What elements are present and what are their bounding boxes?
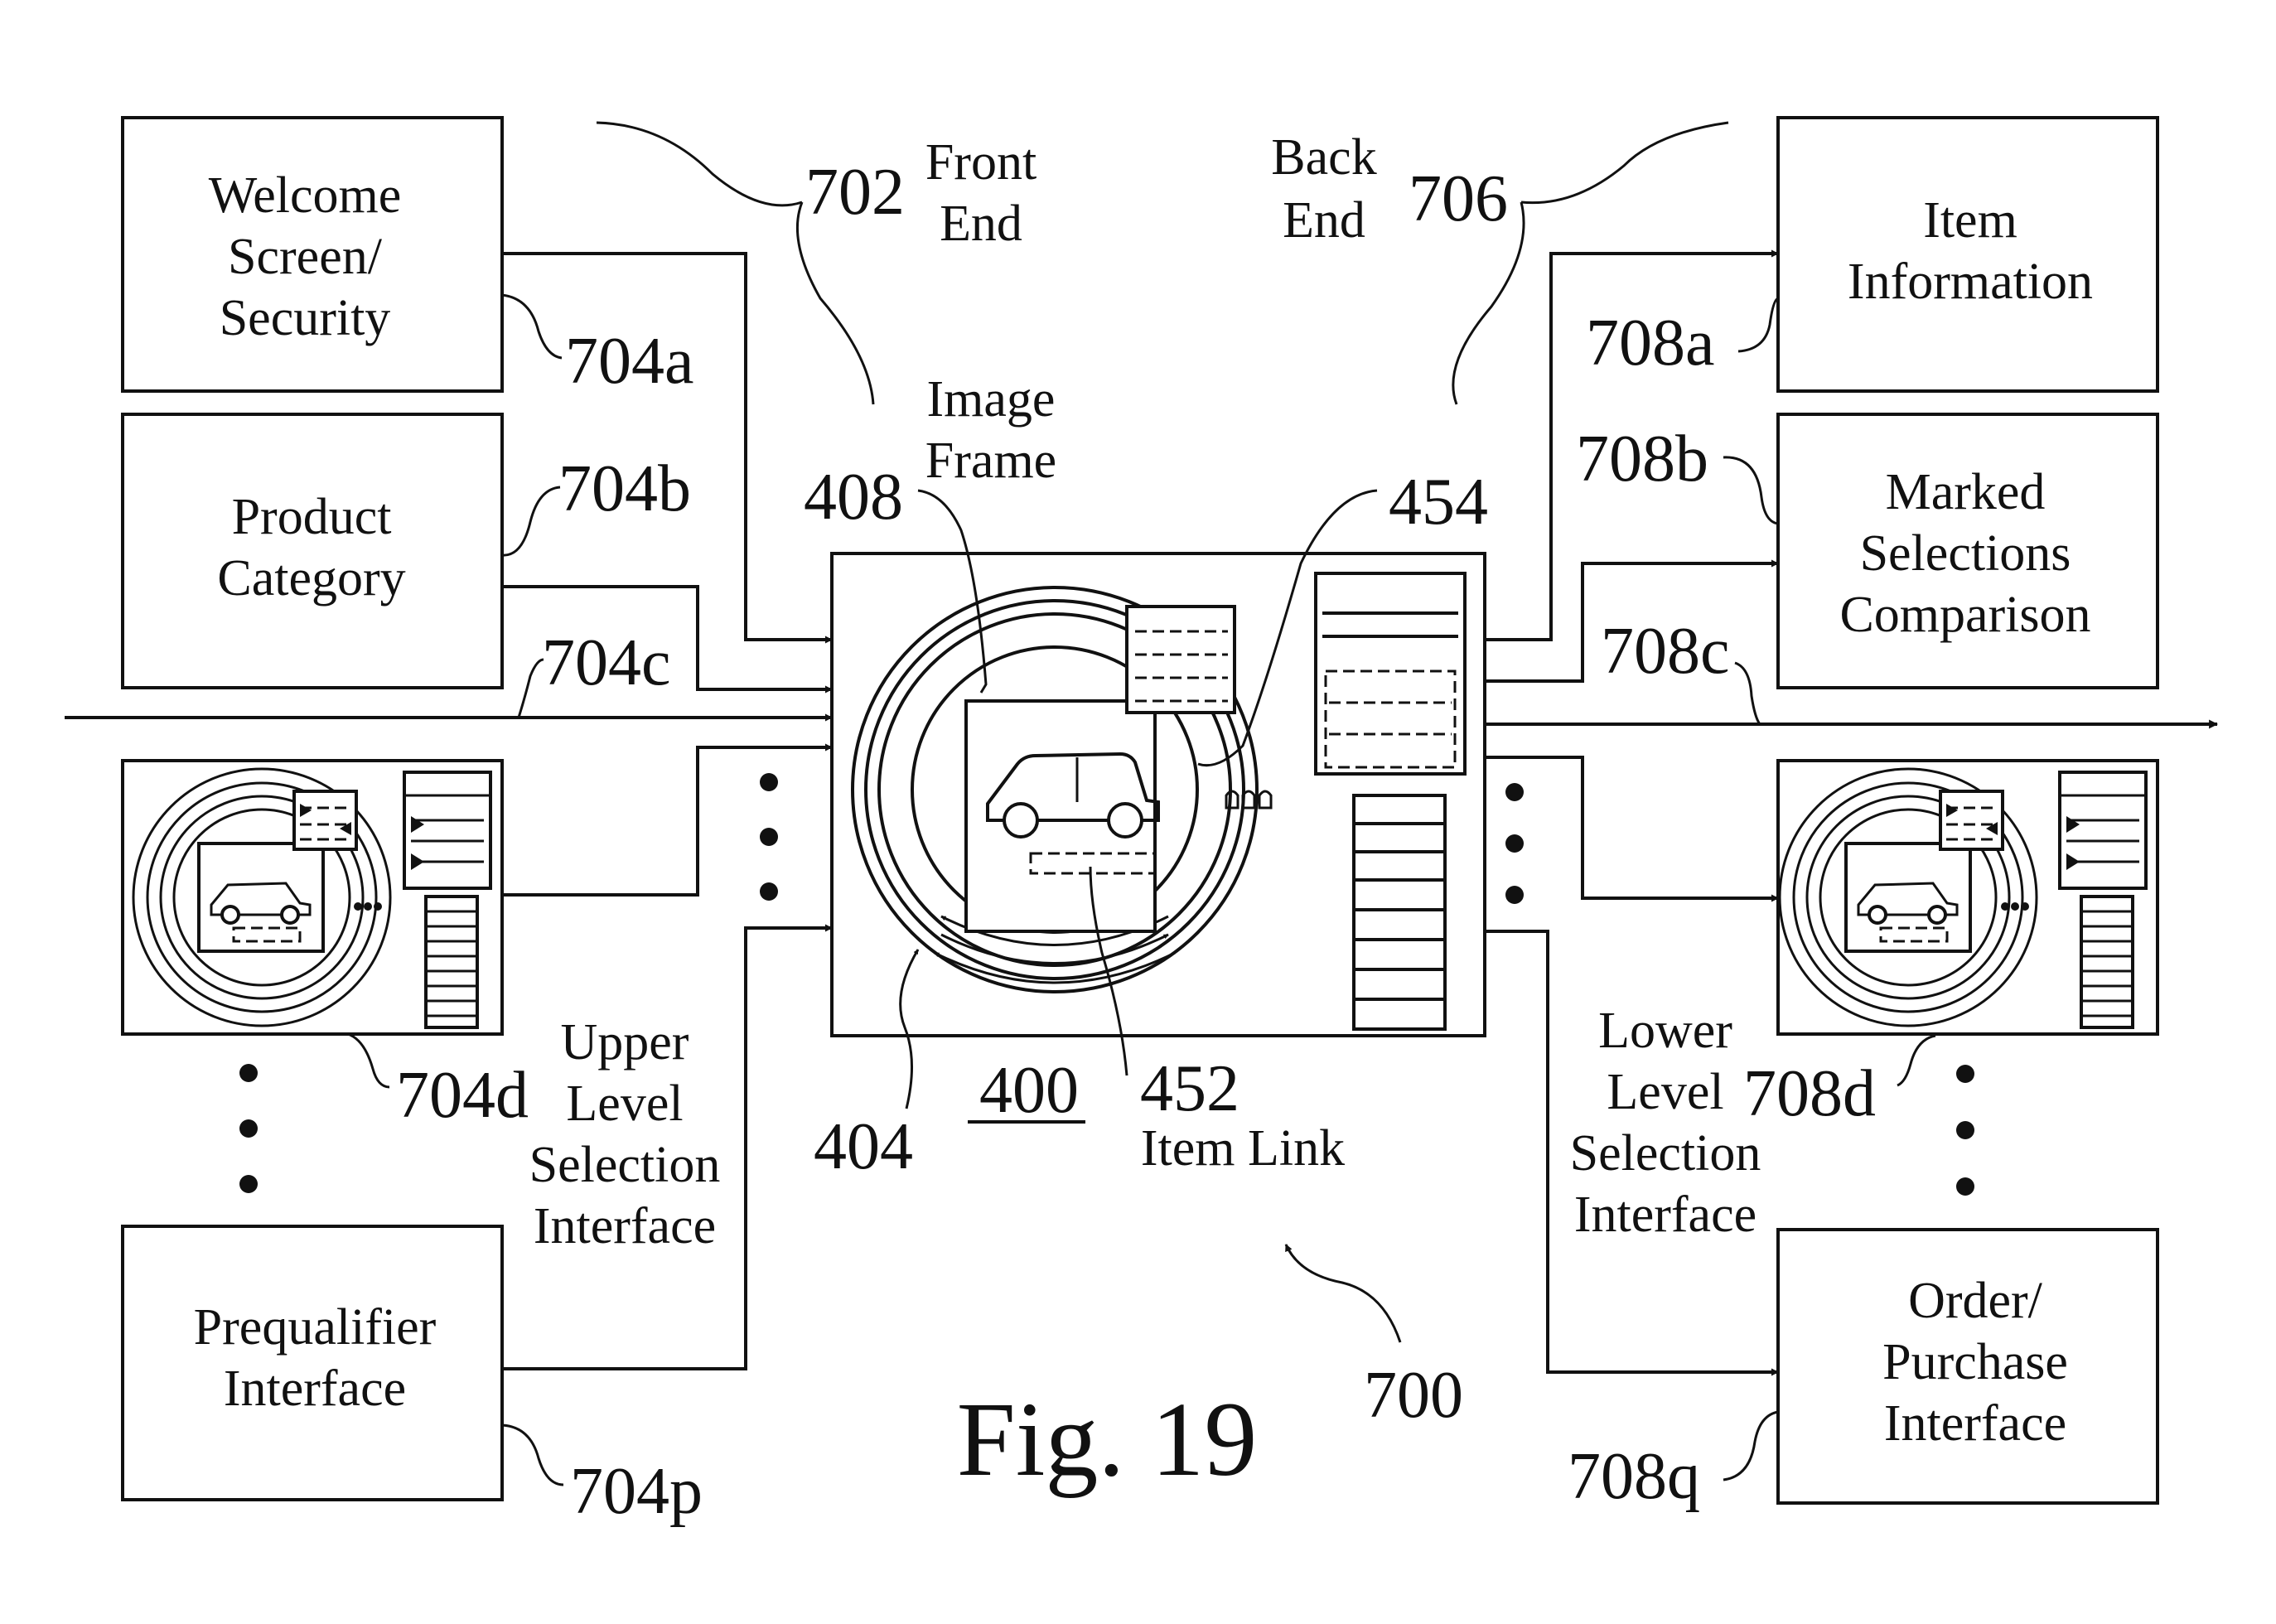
back-end-line-2: End	[1283, 192, 1365, 249]
lower-caption-line-1: Lower	[1598, 1003, 1732, 1059]
central-interface-400	[832, 553, 1485, 1036]
item-info-line-2: Information	[1848, 254, 2093, 310]
ref-702: 702	[805, 156, 905, 229]
ref-454: 454	[1389, 466, 1488, 539]
welcome-line-1: Welcome	[209, 167, 402, 224]
ref-708c: 708c	[1601, 615, 1730, 688]
ref-704b: 704b	[558, 452, 691, 525]
item-link-label: Item Link	[1141, 1120, 1345, 1177]
marked-line-3: Comparison	[1839, 587, 2090, 643]
upper-caption-line-4: Interface	[534, 1198, 716, 1254]
order-purchase-interface-box: Order/ Purchase Interface	[1778, 1230, 2158, 1503]
ref-708a: 708a	[1586, 307, 1715, 379]
ref-400: 400	[979, 1054, 1079, 1127]
item-information-box: Item Information	[1778, 118, 2158, 391]
prequalifier-line-1: Prequalifier	[194, 1299, 437, 1356]
ref-700: 700	[1364, 1359, 1463, 1432]
center-input-ellipsis	[760, 773, 778, 901]
upper-interface-to-center-arrow	[502, 747, 832, 895]
image-frame-line-1: Image	[927, 371, 1056, 428]
order-line-2: Purchase	[1882, 1334, 2068, 1390]
upper-caption-line-1: Upper	[561, 1014, 689, 1071]
product-line-1: Product	[232, 489, 392, 545]
front-end-line-2: End	[940, 196, 1022, 252]
image-frame-line-2: Frame	[925, 433, 1056, 489]
prequalifier-interface-box: Prequalifier Interface	[123, 1226, 502, 1500]
ref-708q: 708q	[1568, 1440, 1700, 1513]
ref-706: 706	[1409, 162, 1508, 235]
ref-408: 408	[804, 461, 903, 534]
lower-level-interface-thumbnail	[1778, 761, 2158, 1034]
ref-704p: 704p	[570, 1455, 703, 1528]
figure-caption: Fig. 19	[957, 1380, 1258, 1498]
upper-caption-line-2: Level	[566, 1075, 683, 1132]
lower-caption-line-4: Interface	[1574, 1187, 1757, 1243]
ref-704a: 704a	[565, 325, 694, 398]
ref-704c: 704c	[542, 626, 671, 699]
center-output-ellipsis	[1505, 783, 1524, 904]
ref-452: 452	[1140, 1052, 1239, 1125]
welcome-to-center-arrow	[502, 254, 832, 640]
front-end-line-1: Front	[925, 134, 1037, 191]
product-line-2: Category	[217, 550, 405, 607]
upper-level-interface-thumbnail	[123, 761, 502, 1034]
marked-line-2: Selections	[1860, 525, 2071, 582]
ref-708d: 708d	[1743, 1057, 1876, 1130]
upper-caption-line-3: Selection	[529, 1137, 721, 1193]
center-to-lower-interface-arrow	[1485, 757, 1778, 898]
back-end-line-1: Back	[1271, 129, 1376, 186]
lower-caption-line-3: Selection	[1570, 1125, 1761, 1182]
welcome-screen-security-box: Welcome Screen/ Security	[123, 118, 502, 391]
overlay-panel	[1127, 607, 1235, 713]
order-line-3: Interface	[1884, 1395, 2066, 1452]
welcome-line-2: Screen/	[228, 229, 383, 285]
product-category-box: Product Category	[123, 414, 502, 688]
marked-selections-comparison-box: Marked Selections Comparison	[1778, 414, 2158, 688]
item-info-line-1: Item	[1923, 192, 2017, 249]
ref-704d: 704d	[396, 1059, 529, 1132]
order-line-1: Order/	[1908, 1273, 2043, 1329]
ref-404: 404	[814, 1110, 913, 1183]
scroll-list	[1354, 795, 1445, 1029]
lower-caption-line-2: Level	[1607, 1064, 1723, 1120]
welcome-line-3: Security	[220, 290, 391, 346]
right-column-ellipsis	[1956, 1065, 1974, 1196]
left-column-ellipsis	[239, 1064, 258, 1193]
prequalifier-line-2: Interface	[224, 1361, 406, 1417]
marked-line-1: Marked	[1886, 464, 2046, 520]
ref-708b: 708b	[1576, 423, 1708, 495]
info-panel	[1316, 573, 1465, 774]
